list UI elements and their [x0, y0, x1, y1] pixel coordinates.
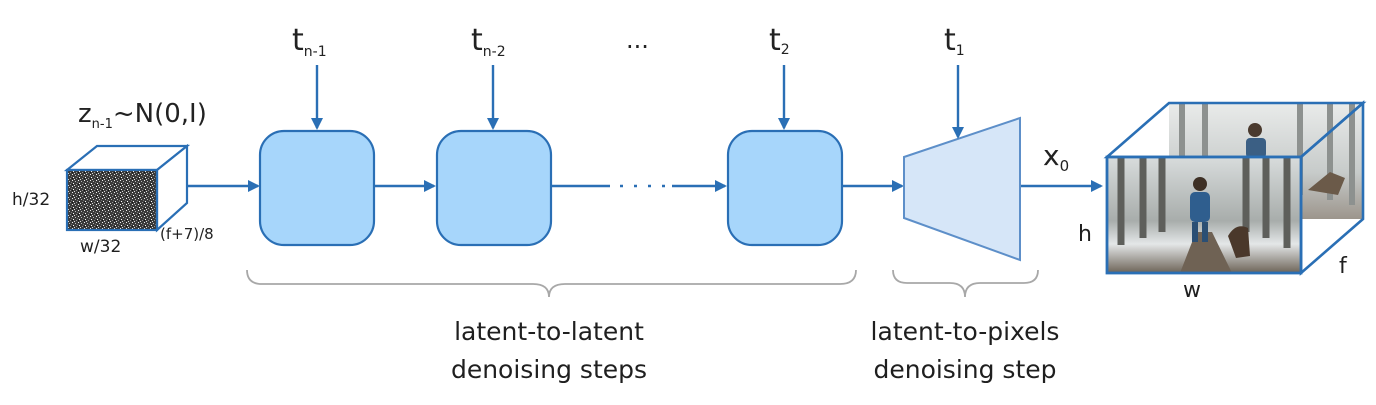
- denoising-block-1: [258, 129, 376, 247]
- noise-cube-front-face: [65, 168, 159, 232]
- pixel-caption-line1: latent-to-pixels: [871, 317, 1060, 346]
- decoder-trapezoid: [903, 116, 1021, 262]
- timestep-label-n-1: tn-1: [292, 23, 327, 60]
- video-back-child-head: [1248, 123, 1262, 137]
- timestep-label-2: t2: [769, 23, 790, 58]
- video-front-dog: [1228, 226, 1250, 258]
- latent-height-label: h/32: [12, 190, 50, 210]
- video-frames-label: f: [1339, 254, 1348, 279]
- video-front-child-leg-left: [1192, 222, 1198, 242]
- video-back-child-body: [1246, 138, 1266, 158]
- video-front-frame-trees: [1117, 157, 1291, 248]
- timestep-label-1: t1: [944, 23, 965, 59]
- latent-width-label: w/32: [80, 237, 121, 257]
- denoising-block-2: [435, 129, 553, 247]
- latent-caption-line1: latent-to-latent: [454, 317, 644, 346]
- video-height-label: h: [1078, 222, 1092, 247]
- latent-frames-label: (f+7)/8: [160, 225, 214, 243]
- noise-latent-cube: [63, 143, 191, 233]
- video-front-path: [1180, 232, 1232, 273]
- denoising-block-3: [726, 129, 844, 247]
- latent-caption-line2: denoising steps: [451, 355, 647, 384]
- output-x0-label: x0: [1043, 139, 1069, 175]
- pixel-step-brace: [892, 269, 1039, 298]
- video-front-frame-border: [1105, 155, 1303, 275]
- timestep-label-n-2: tn-2: [471, 23, 506, 60]
- video-width-label: w: [1183, 278, 1201, 303]
- timestep-ellipsis: ...: [626, 26, 649, 54]
- video-back-dog: [1308, 172, 1345, 195]
- video-front-child-body: [1190, 192, 1210, 222]
- video-front-child-head: [1193, 177, 1207, 191]
- video-front-child-leg-right: [1202, 222, 1208, 242]
- pixel-caption-line2: denoising step: [873, 355, 1056, 384]
- noise-distribution-label: zn-1~N(0,I): [78, 99, 207, 132]
- latent-steps-brace: [246, 269, 857, 298]
- output-video-cube: [1103, 100, 1367, 276]
